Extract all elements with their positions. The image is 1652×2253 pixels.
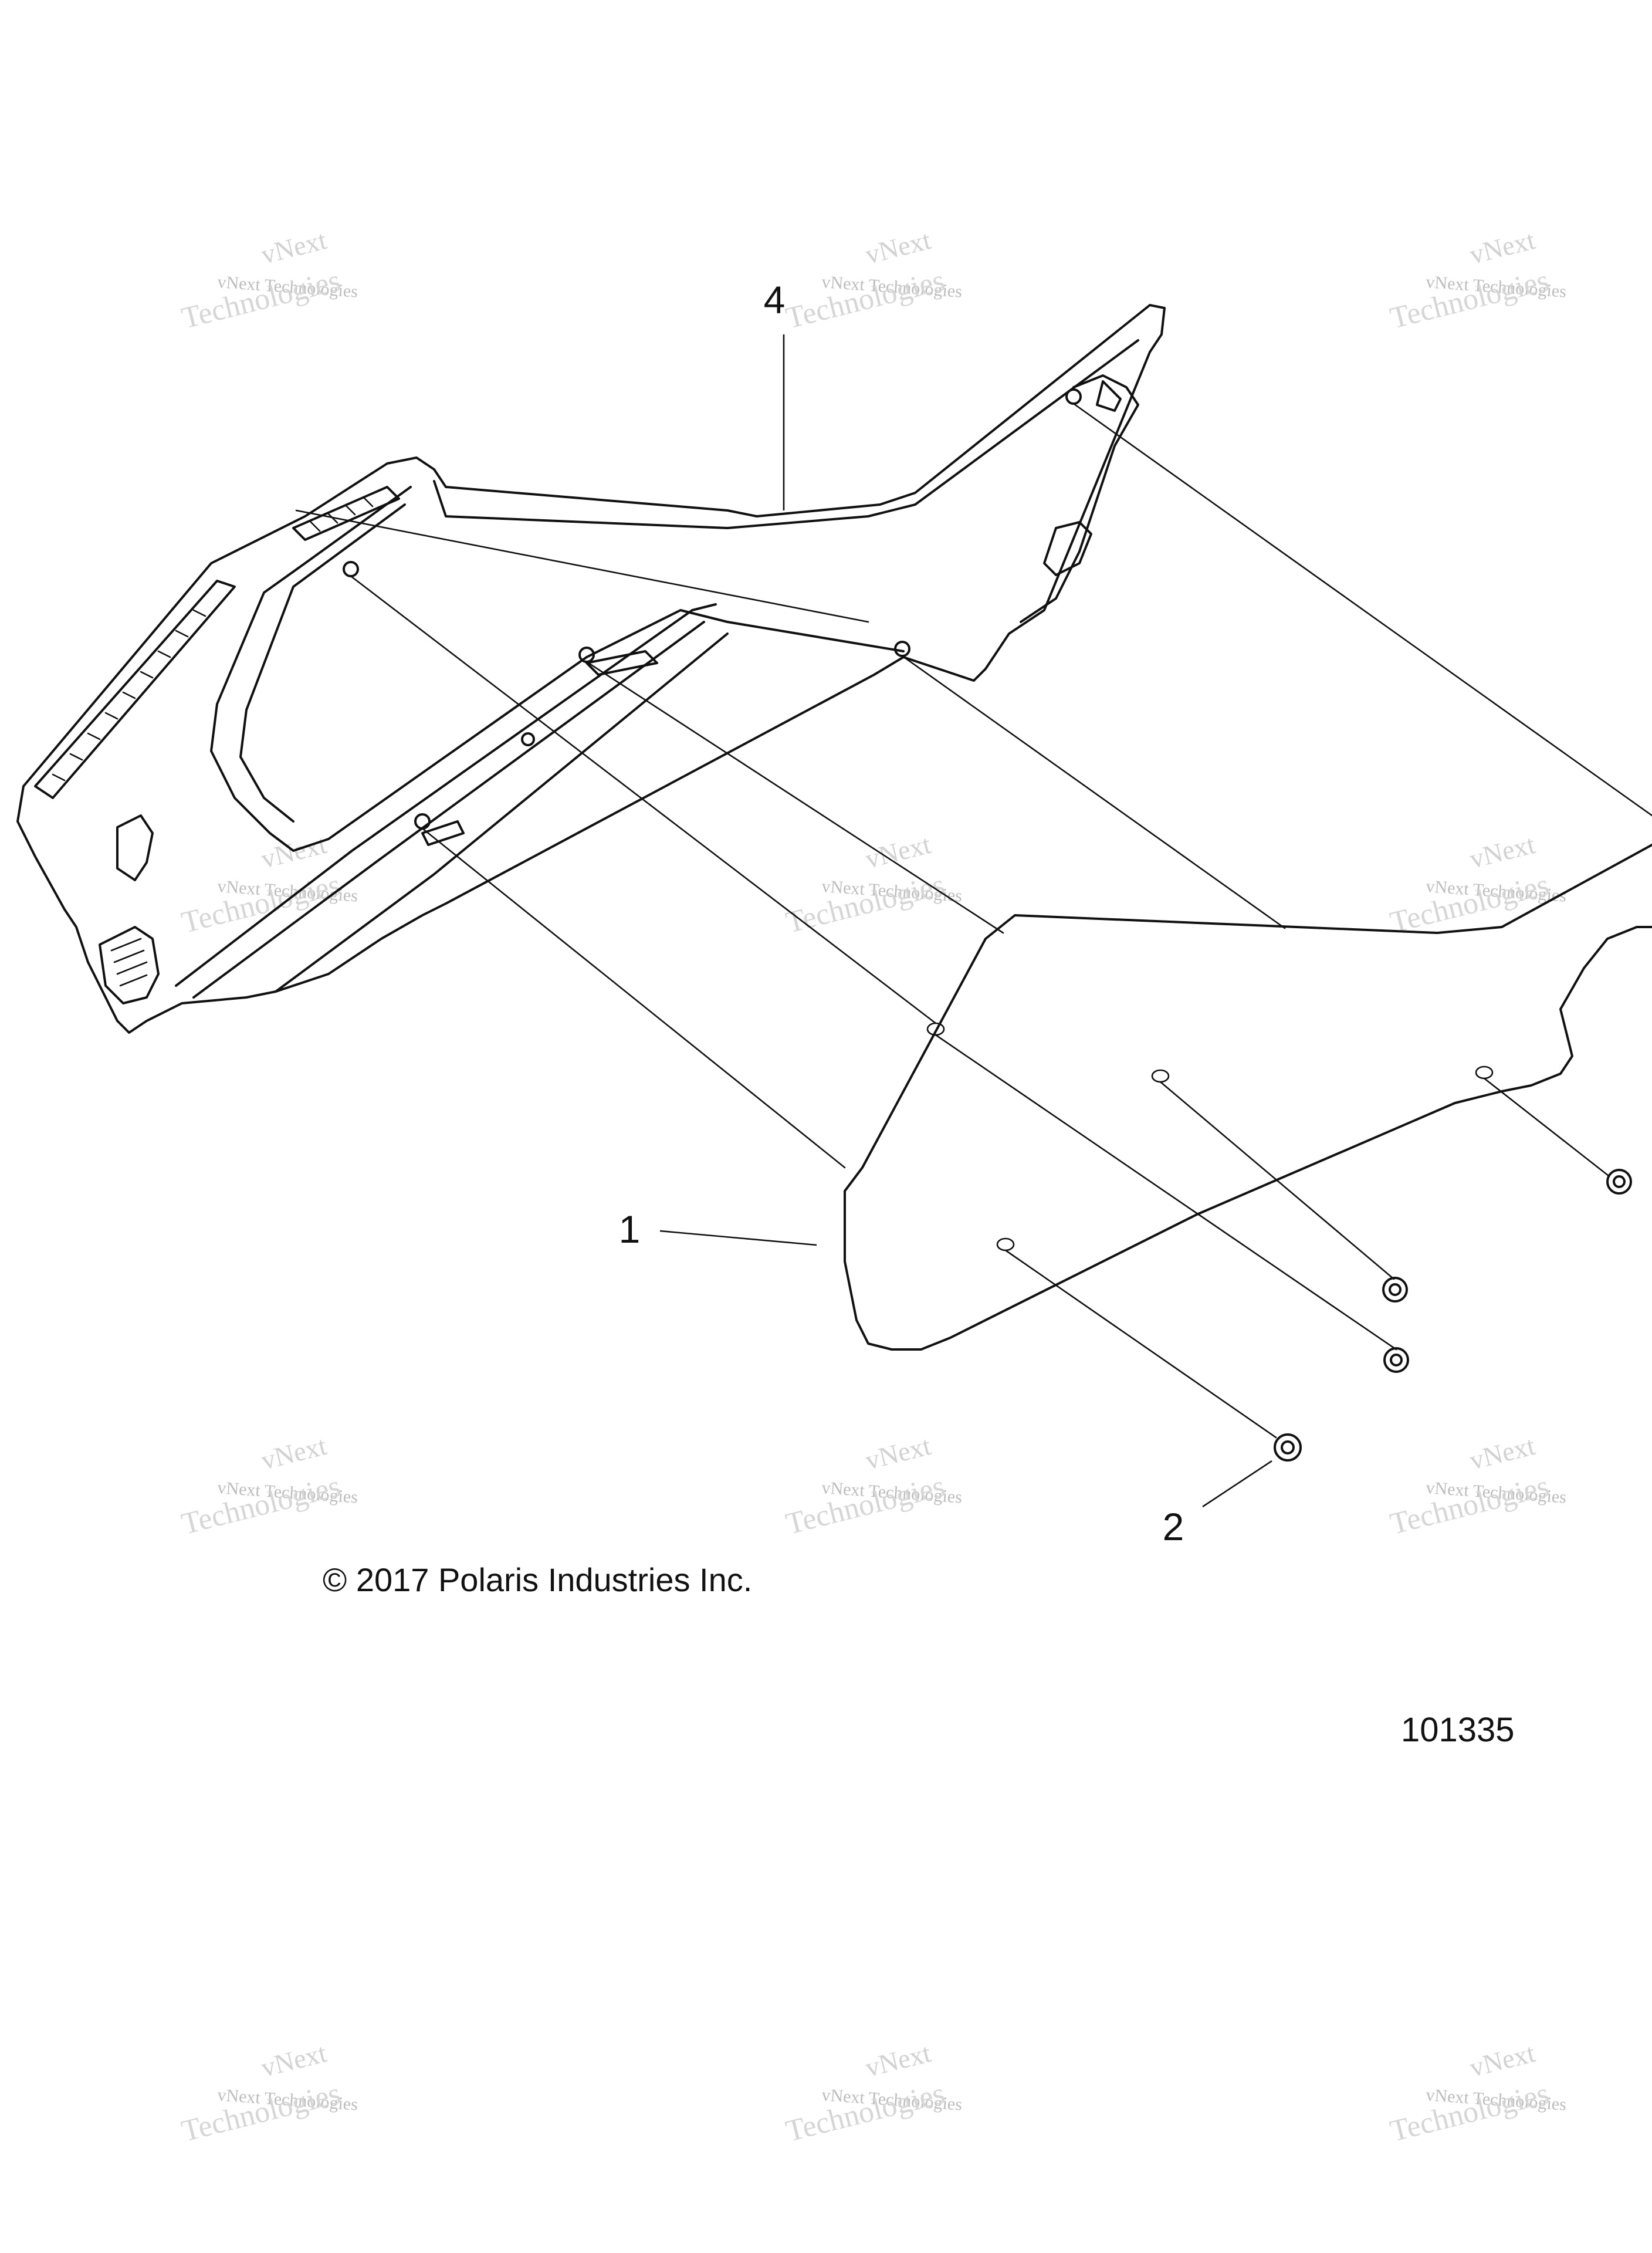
watermark-text: Technologies [783,263,948,335]
watermark-text: vNext [862,225,934,270]
alignment-lines [295,402,1652,1439]
watermark-text: Technologies [783,2076,948,2148]
watermark-text: Technologies [1387,1469,1552,1541]
callout-2: 2 [1163,1505,1184,1548]
watermark-text: vNext [258,2038,330,2083]
watermark-text: Technologies [1387,2076,1552,2148]
watermark-text: vNext [1467,2038,1538,2083]
watermark-text: Technologies [178,1469,344,1541]
watermark-text: vNext [1467,225,1538,270]
watermark-text: Technologies [178,2076,344,2148]
callout-4: 4 [764,278,786,322]
watermark-text: vNext [1467,1430,1538,1476]
watermark-text: vNext [862,2038,934,2083]
part-1-panel [844,844,1652,1351]
watermark-text: vNext [258,1430,330,1476]
watermark-text: vNext [862,829,934,874]
watermark-text: Technologies [783,1469,948,1541]
watermark-text: vNext [258,225,330,270]
watermark-text: Technologies [783,868,948,939]
watermark-text: vNext [1467,829,1538,874]
watermark-text: Technologies [178,263,344,335]
part-2-fasteners [1274,1169,1632,1462]
watermark-text: vNext [862,1430,934,1476]
copyright-notice: © 2017 Polaris Industries Inc. [323,1561,752,1598]
watermark-text: Technologies [1387,263,1552,335]
callout-leaders [659,334,1272,1508]
callout-1: 1 [619,1207,641,1251]
drawing-number: 101335 [1401,1711,1515,1749]
